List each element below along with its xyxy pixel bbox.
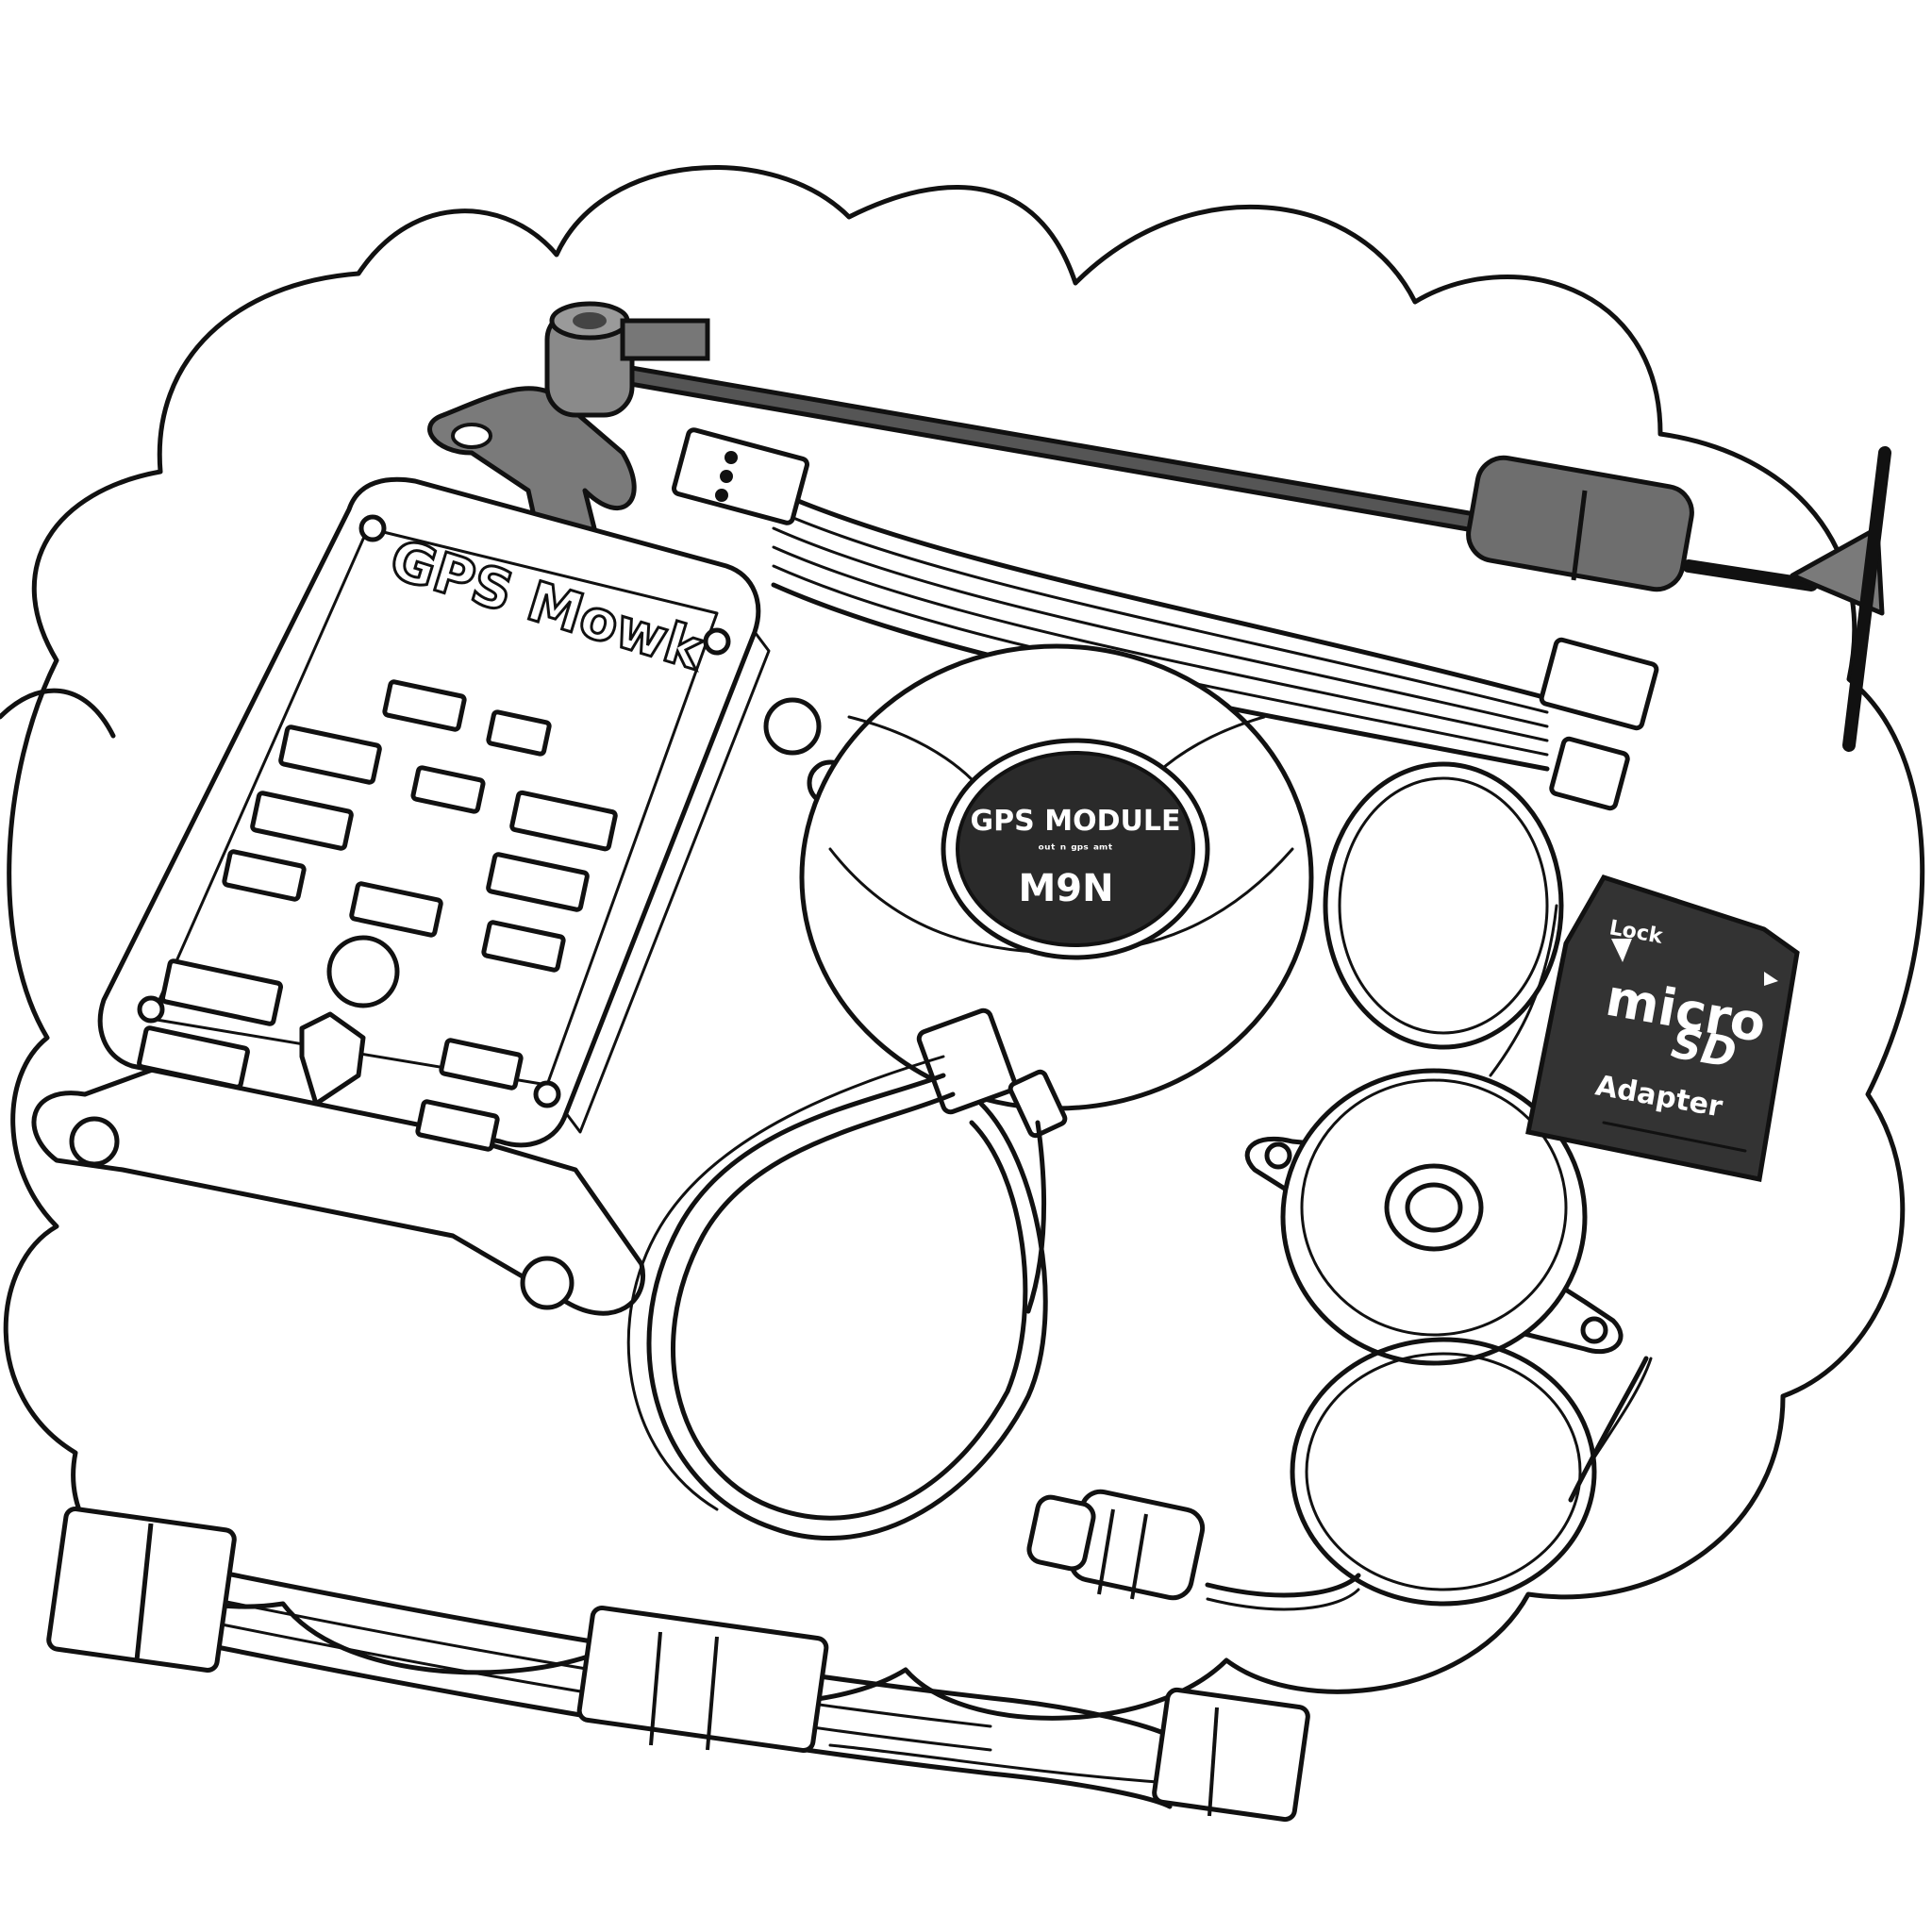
gps-module: GPS MODULE ᵒᵘᵗ ⁿ ᵍᵖˢ ᵃᵐᵗ M9N (799, 643, 1314, 1139)
port-slot (250, 791, 354, 851)
power-connector-left (46, 1506, 237, 1674)
port-slot (481, 920, 566, 973)
gps-cable-connector (916, 1008, 1018, 1115)
sd-corner-triangle (1764, 972, 1778, 986)
harness-connector-left (672, 427, 809, 525)
power-connector-right (1152, 1687, 1310, 1823)
port-slot (137, 1025, 250, 1090)
gps-cable (626, 1055, 1048, 1541)
gps-cable-plug (1008, 1069, 1068, 1139)
port-slot (382, 679, 467, 732)
port-slot (222, 849, 307, 902)
flight-controller-body-edge (564, 630, 771, 1134)
upper-wire-harness (672, 427, 1659, 811)
safety-button (326, 935, 400, 1008)
gps-mast (427, 301, 1891, 752)
round-plug-connector (1026, 1489, 1361, 1611)
port-slot (410, 765, 486, 814)
port-slot (278, 724, 382, 785)
flight-controller: GPS Mowk (31, 476, 854, 1316)
power-cable (46, 1506, 1310, 1823)
port-slot (486, 852, 590, 912)
gps-label-disc (956, 751, 1195, 947)
power-cable-sleeve (576, 1605, 829, 1754)
port-slot (439, 1038, 524, 1091)
gps-module-subtitle: ᵒᵘᵗ ⁿ ᵍᵖˢ ᵃᵐᵗ (1038, 842, 1113, 858)
sd-brand-bottom: SD (1668, 1020, 1740, 1078)
buzzer (1244, 1068, 1624, 1366)
arrow-down-icon (299, 1011, 366, 1107)
port-slot (509, 790, 618, 852)
port-slot (415, 1099, 500, 1152)
thin-wire-loop-upper (1323, 761, 1564, 1077)
mast-end-cap (1790, 525, 1885, 616)
harness-connector-right-1 (1539, 637, 1659, 731)
port-slot (159, 958, 284, 1026)
sd-card-body (1525, 874, 1800, 1182)
gps-module-title: GPS MODULE (971, 805, 1181, 838)
cloud-inner-left-bulge (0, 688, 116, 739)
gps-module-model: M9N (1018, 867, 1113, 910)
buzzer-wire-loop (1290, 1337, 1653, 1607)
port-slot (486, 709, 552, 757)
harness-connector-right-2 (1549, 736, 1630, 811)
micro-sd-adapter: Lock micro SD Adapter (1525, 874, 1800, 1182)
port-slot (349, 881, 443, 938)
lock-arrow-icon (1611, 939, 1632, 962)
